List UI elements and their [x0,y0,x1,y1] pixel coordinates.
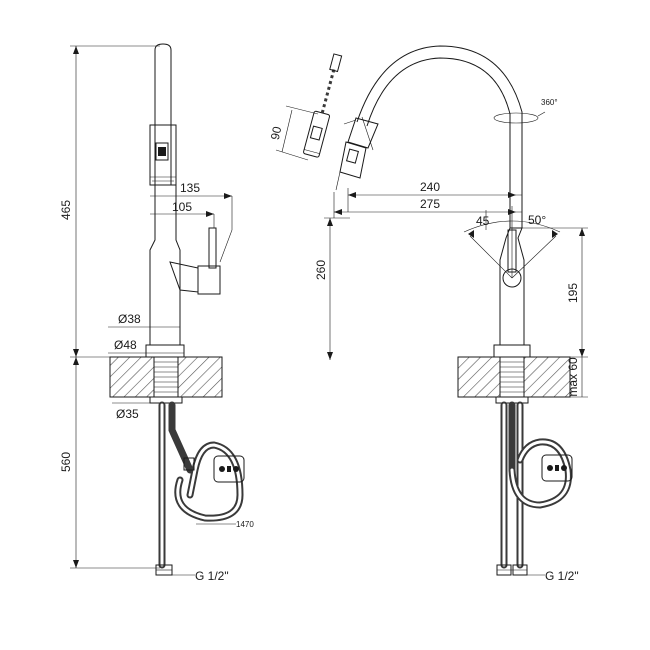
dim-d48: Ø48 [114,338,137,352]
left-spout [149,43,177,186]
right-height-dimension: 260 [314,217,350,360]
right-countertop [457,356,571,404]
right-reach-dimensions: 240 275 [333,180,522,218]
dim-275: 275 [420,197,440,211]
dim-135: 135 [180,181,200,195]
right-fittings: G 1/2" [496,564,579,583]
dim-45: 45 [476,214,490,228]
left-countertop: Ø35 [109,356,223,421]
dim-90-group: 90 [268,105,319,161]
left-thread-label: G 1/2" [195,569,229,583]
left-hoses: 1470 [158,401,254,569]
dim-360: 360° [541,98,558,107]
left-height-dimension: 465 560 [59,45,160,569]
dim-465: 465 [59,200,73,220]
dim-d35: Ø35 [116,407,139,421]
dim-560: 560 [59,452,73,472]
dim-50: 50° [528,213,546,227]
dim-90: 90 [268,125,285,141]
right-pulled-head [335,119,367,191]
dim-d38: Ø38 [118,312,141,326]
pullout-head-detail [303,53,343,158]
dim-240: 240 [420,180,440,194]
left-side-view: 465 560 135 105 [59,43,254,583]
right-body: 45 50° [463,206,561,358]
right-hoses [500,401,573,569]
right-gooseneck: 360° [347,45,558,228]
dim-260: 260 [314,260,328,280]
right-thread-label: G 1/2" [545,569,579,583]
dim-1470: 1470 [236,520,254,529]
right-front-view: 90 360° 240 [268,45,588,583]
left-width-dimensions: 135 105 Ø38 Ø48 [108,181,233,354]
left-body [145,185,221,358]
dim-105: 105 [172,200,192,214]
left-fitting: G 1/2" [155,564,229,583]
dim-195: 195 [566,283,580,303]
